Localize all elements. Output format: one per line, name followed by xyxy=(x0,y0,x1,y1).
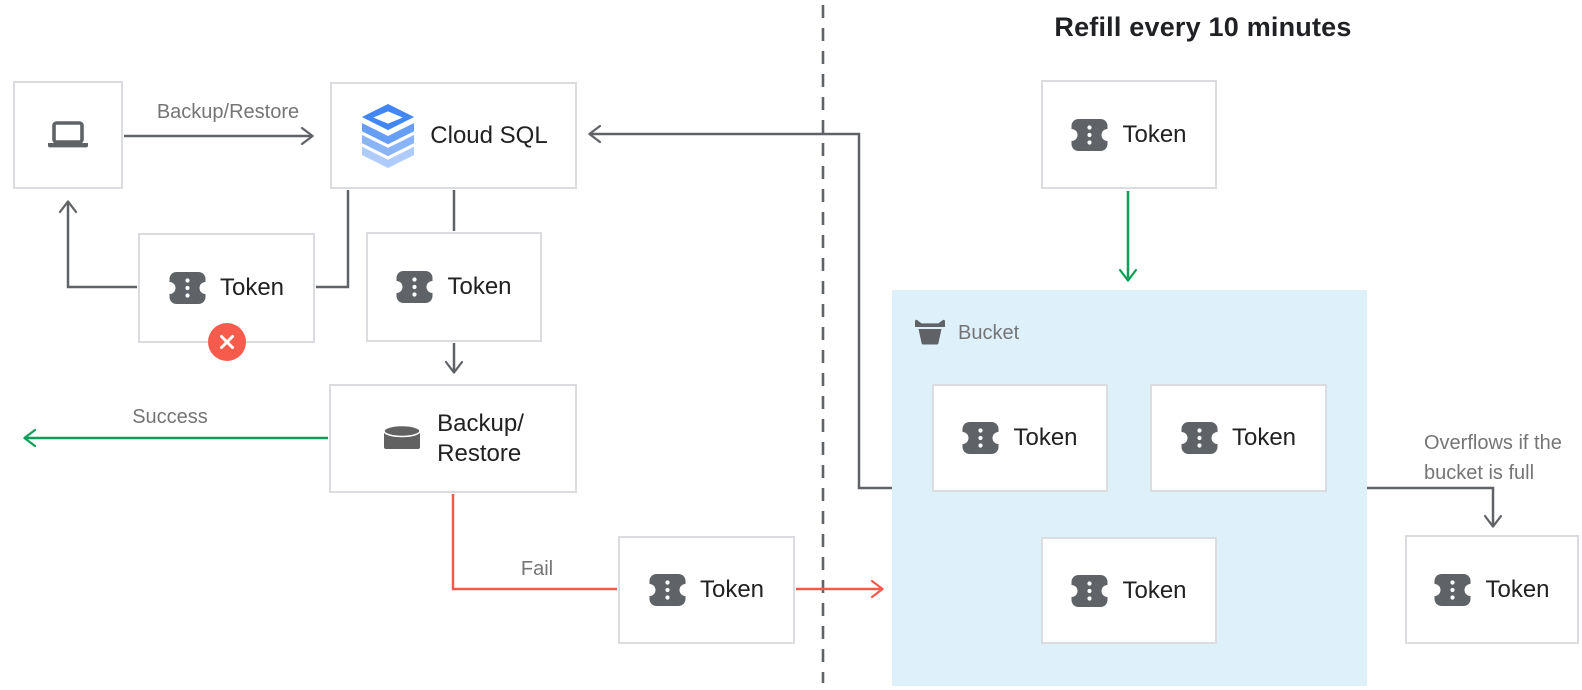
refill-title: Refill every 10 minutes xyxy=(1054,12,1352,42)
token-icon xyxy=(1071,574,1109,607)
edge-failed-token-to-client xyxy=(58,200,137,289)
token-icon xyxy=(648,574,686,606)
token-icon xyxy=(962,422,1000,454)
bucket-token-node: Token xyxy=(1041,537,1217,644)
backup-restore-label: Backup/Restore xyxy=(437,409,524,469)
backup-restore-line2: Restore xyxy=(437,439,522,467)
token-label: Token xyxy=(219,274,285,301)
fail-token-node: Token xyxy=(618,536,795,644)
x-icon xyxy=(220,335,234,349)
backup-restore-node: Backup/Restore xyxy=(329,384,577,493)
cloud-sql-label: Cloud SQL xyxy=(430,121,548,149)
fail-edge-label: Fail xyxy=(520,558,554,580)
token-icon xyxy=(1071,118,1109,151)
edge-cloudsql-to-failed-token xyxy=(316,190,350,289)
token-label: Token xyxy=(447,273,512,300)
backup-restore-edge-label: Backup/Restore xyxy=(156,101,300,123)
edge-bucket-to-cloudsql xyxy=(588,124,892,490)
token-icon xyxy=(1434,573,1472,606)
failed-token-node: Token xyxy=(138,233,315,343)
edge-bucket-overflow xyxy=(1367,486,1503,528)
bucket-icon xyxy=(912,316,948,350)
bucket-token-node: Token xyxy=(1150,384,1327,492)
token-label: Token xyxy=(1122,120,1187,148)
token-label: Token xyxy=(1122,576,1187,604)
success-edge-label: Success xyxy=(132,406,208,428)
token-label: Token xyxy=(699,576,765,603)
token-icon xyxy=(1180,422,1218,454)
overflow-token-node: Token xyxy=(1405,535,1579,644)
bucket-label: Bucket xyxy=(958,321,1020,344)
bucket-token-node: Token xyxy=(932,384,1108,492)
cloud-sql-icon xyxy=(359,103,417,168)
token-label: Token xyxy=(1013,424,1078,451)
error-x-badge xyxy=(208,323,246,361)
pending-token-node: Token xyxy=(366,232,542,342)
laptop-icon xyxy=(45,121,91,149)
database-icon xyxy=(382,424,422,454)
token-icon xyxy=(168,272,206,304)
overflow-edge-label: Overflows if the bucket is full xyxy=(1424,432,1562,484)
cloud-sql-node: Cloud SQL xyxy=(330,82,577,189)
token-label: Token xyxy=(1485,575,1550,603)
backup-restore-line1: Backup/ xyxy=(437,409,524,437)
token-icon xyxy=(396,271,434,303)
token-label: Token xyxy=(1231,424,1297,451)
bucket-header: Bucket xyxy=(912,316,1019,350)
refill-token-node: Token xyxy=(1041,80,1217,189)
client-node xyxy=(13,81,123,189)
